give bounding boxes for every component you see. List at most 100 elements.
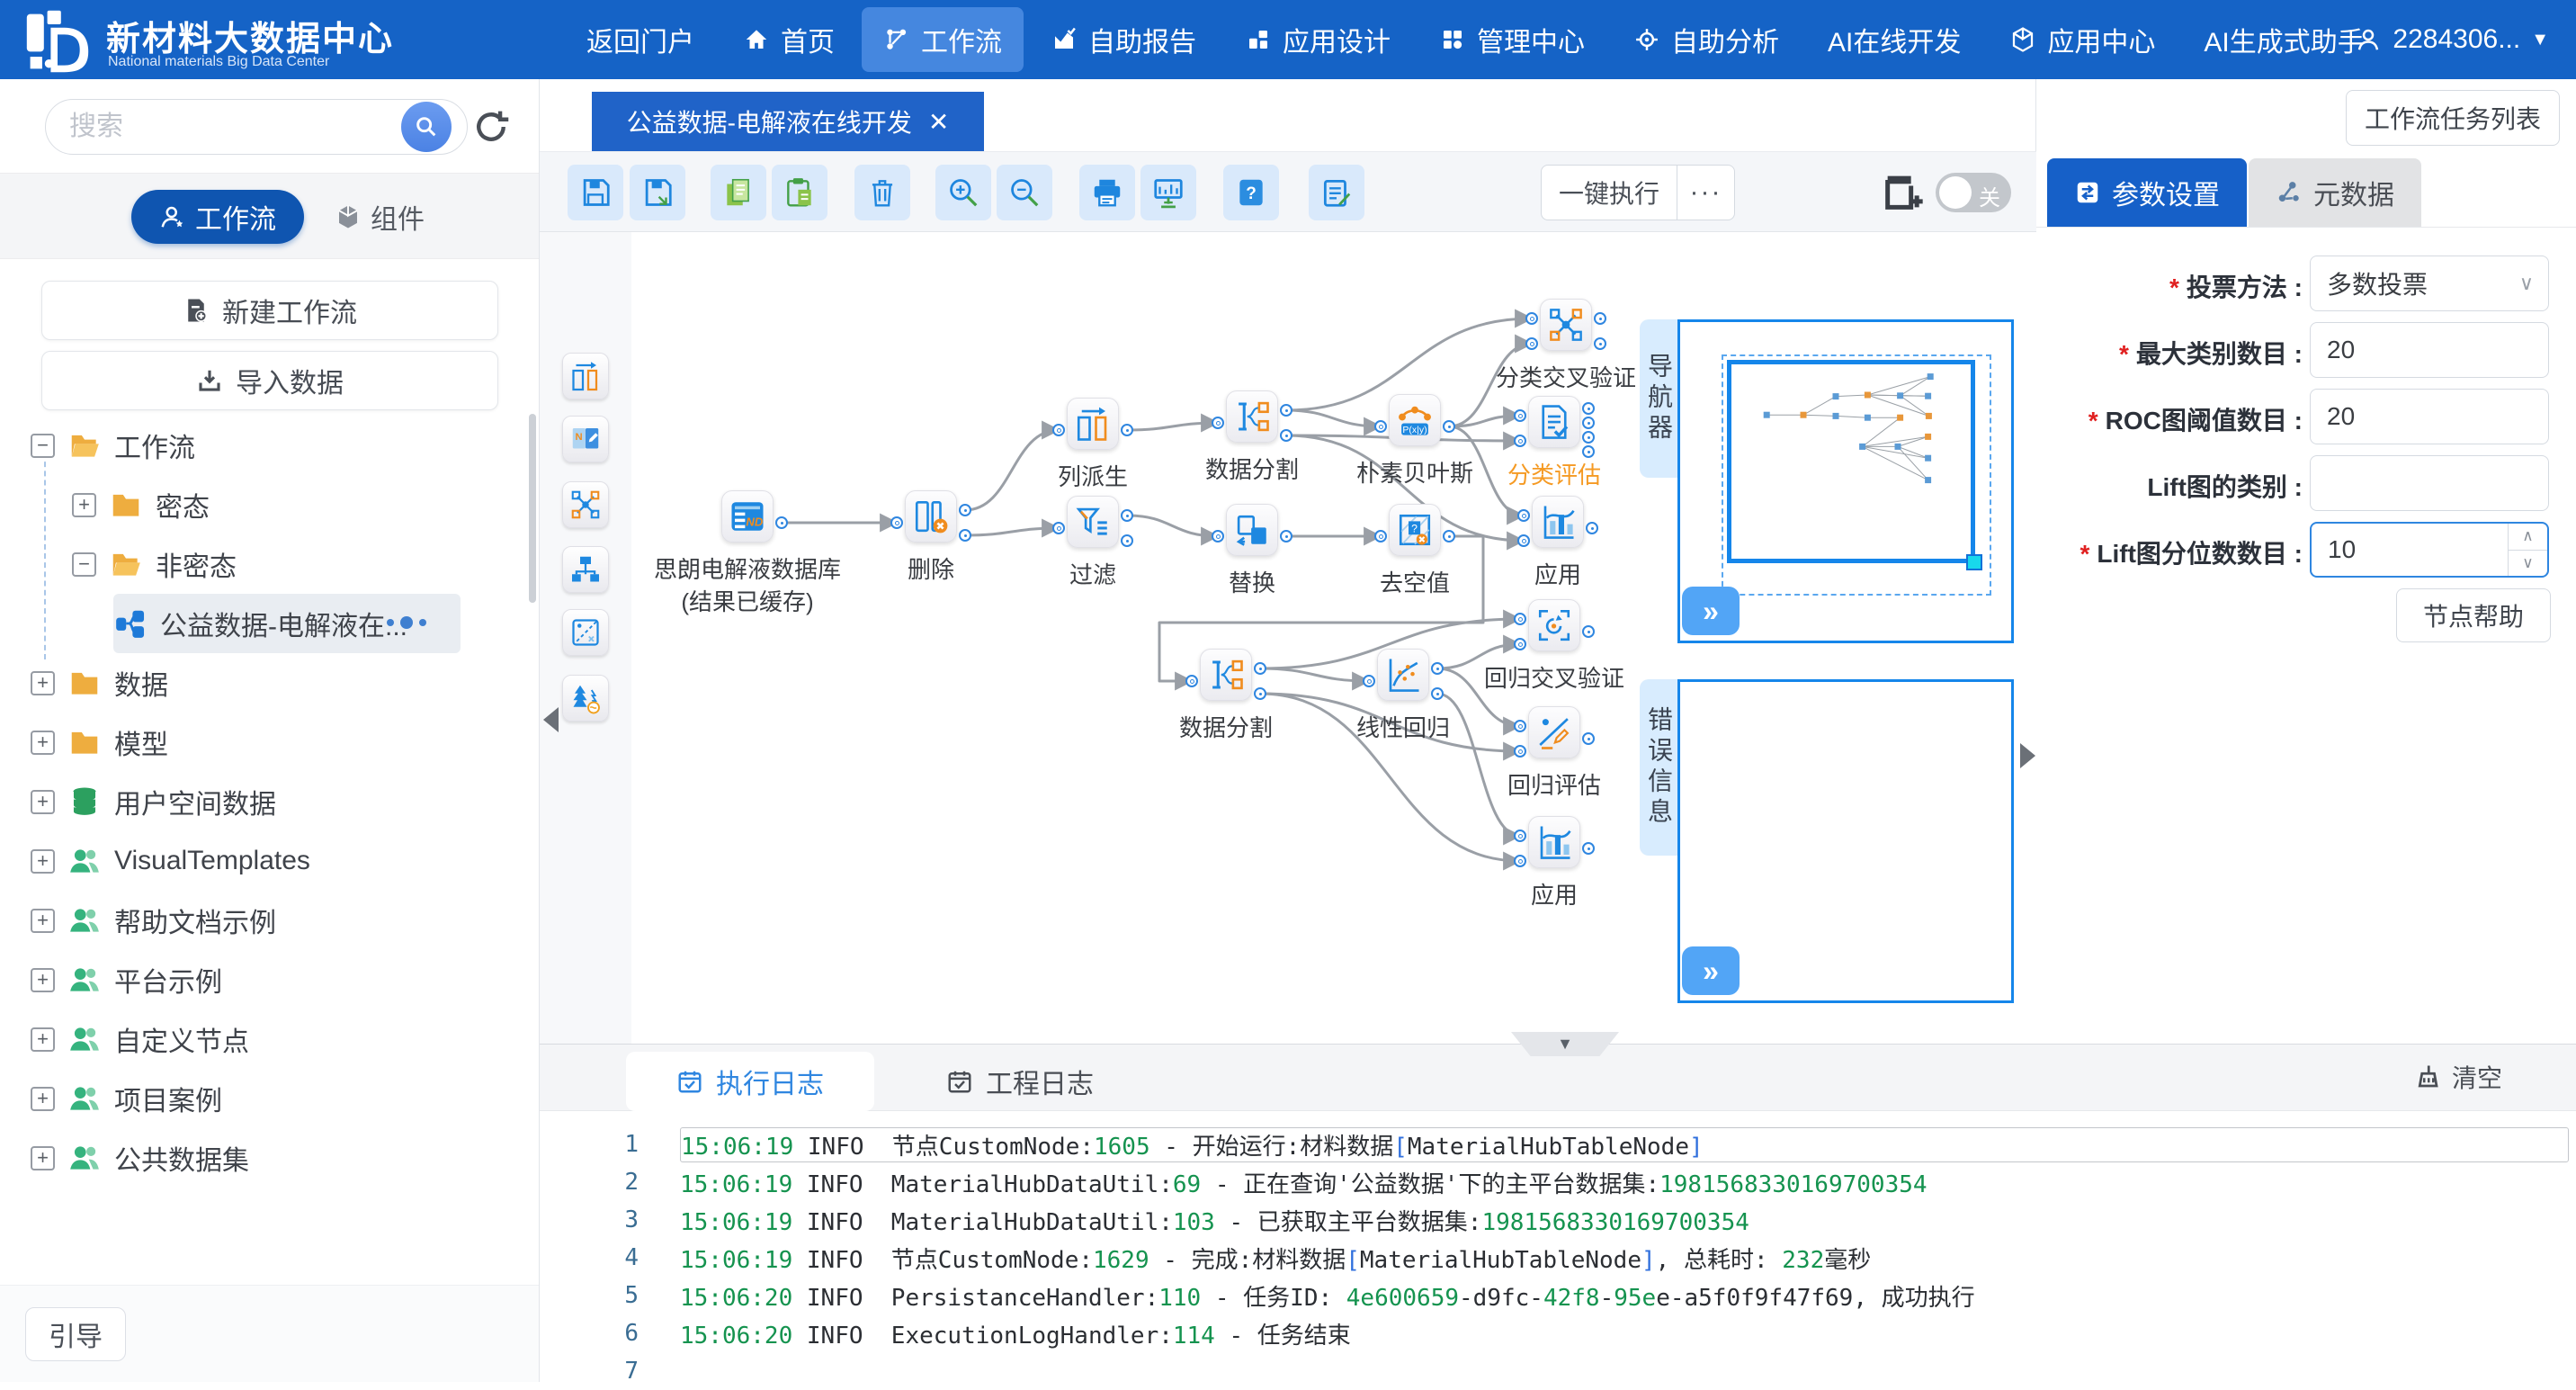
tab-parameter-settings[interactable]: 参数设置 [2047, 158, 2247, 227]
expand-icon[interactable]: + [31, 1027, 55, 1052]
select-1[interactable]: 多数投票∨ [2310, 256, 2549, 311]
save-button[interactable] [568, 165, 623, 220]
nav-item-8[interactable]: AI在线开发 [1806, 7, 1982, 72]
guide-button[interactable]: 引导 [25, 1307, 126, 1361]
tree-item-自定义节点[interactable]: +自定义节点 [31, 1009, 540, 1069]
output-port[interactable] [1582, 402, 1595, 415]
output-port[interactable] [1582, 417, 1595, 429]
node-split2[interactable] [1200, 649, 1252, 701]
print-button[interactable] [1079, 165, 1135, 220]
output-port[interactable] [1121, 509, 1133, 522]
input-4[interactable] [2310, 455, 2549, 511]
tree-item-公益数据-电解液在...[interactable]: 公益数据-电解液在... [113, 594, 461, 653]
sidebar-scrollbar[interactable] [529, 414, 536, 603]
navigator-collapse-button[interactable]: » [1682, 587, 1740, 635]
node-dropna[interactable]: ? [1389, 504, 1441, 556]
input-port[interactable] [1514, 409, 1526, 422]
tab-metadata[interactable]: 元数据 [2249, 158, 2421, 227]
nav-item-4[interactable]: 自助报告 [1029, 7, 1218, 72]
node-src[interactable]: ND [721, 490, 774, 543]
more-actions-icon[interactable] [383, 614, 430, 632]
tree-item-用户空间数据[interactable]: +用户空间数据 [31, 772, 540, 831]
run-all-button[interactable]: 一键执行 [1541, 165, 1677, 220]
output-port[interactable] [1582, 625, 1595, 638]
help-button[interactable]: ? [1223, 165, 1279, 220]
new-workflow-button[interactable]: 新建工作流 [41, 281, 498, 340]
tree-item-项目案例[interactable]: +项目案例 [31, 1069, 540, 1128]
node-reval[interactable] [1528, 706, 1580, 758]
zoomin-button[interactable] [935, 165, 991, 220]
node-help-button[interactable]: 节点帮助 [2396, 588, 2551, 642]
expand-icon[interactable]: + [31, 849, 55, 874]
output-port[interactable] [1586, 522, 1598, 534]
output-port[interactable] [1443, 530, 1455, 543]
input-port[interactable] [1514, 745, 1526, 758]
expand-icon[interactable]: + [31, 731, 55, 755]
expand-icon[interactable]: + [31, 671, 55, 695]
node-ceval[interactable] [1528, 396, 1580, 448]
input-port[interactable] [1212, 530, 1224, 543]
tab-project-log[interactable]: 工程日志 [903, 1052, 1137, 1111]
expand-icon[interactable]: + [31, 790, 55, 814]
expand-icon[interactable]: + [31, 909, 55, 933]
tree-item-工作流[interactable]: −工作流 [31, 416, 540, 475]
nav-item-6[interactable]: 管理中心 [1418, 7, 1606, 72]
stepper-up-icon[interactable]: ∧ [2509, 524, 2547, 551]
navigator-resize-handle[interactable] [1966, 554, 1982, 570]
clear-log-button[interactable]: 清空 [2414, 1059, 2502, 1095]
input-port[interactable] [1052, 522, 1065, 534]
input-port[interactable] [1514, 720, 1526, 732]
node-bayes[interactable]: P(x|y) [1389, 394, 1441, 446]
output-port[interactable] [1431, 662, 1444, 675]
output-port[interactable] [1582, 732, 1595, 745]
tab-execution-log[interactable]: 执行日志 [626, 1052, 874, 1111]
workflow-task-list-button[interactable]: 工作流任务列表 [2346, 90, 2560, 146]
monitor-button[interactable] [1140, 165, 1196, 220]
input-port[interactable] [1212, 417, 1224, 429]
tree-item-密态[interactable]: +密态 [72, 475, 540, 534]
close-icon[interactable]: ✕ [928, 107, 949, 137]
expand-icon[interactable]: + [31, 1146, 55, 1170]
collapse-icon[interactable]: − [31, 434, 55, 458]
log-button[interactable] [1309, 165, 1364, 220]
output-port[interactable] [1280, 530, 1292, 543]
log-collapse-handle[interactable]: ▼ [1511, 1032, 1619, 1056]
output-port[interactable] [1594, 312, 1606, 325]
node-linreg[interactable] [1377, 649, 1429, 701]
input-port[interactable] [1514, 638, 1526, 650]
panel-collapse-arrow[interactable] [2020, 743, 2035, 768]
input-port[interactable] [1525, 337, 1538, 350]
workflow-doc-tab[interactable]: 公益数据-电解液在线开发 ✕ [592, 92, 984, 151]
zoomout-button[interactable] [997, 165, 1052, 220]
refresh-button[interactable] [471, 107, 511, 147]
output-port[interactable] [1582, 842, 1595, 855]
node-replace[interactable] [1226, 504, 1278, 556]
input-port[interactable] [1525, 312, 1538, 325]
input-port[interactable] [1185, 675, 1198, 687]
node-del[interactable] [905, 490, 957, 543]
error-info-panel[interactable]: » [1677, 679, 2014, 1003]
input-port[interactable] [1374, 530, 1387, 543]
import-data-button[interactable]: 导入数据 [41, 351, 498, 410]
sidebar-collapse-arrow[interactable] [543, 707, 559, 732]
run-more-button[interactable]: ··· [1677, 165, 1735, 220]
stepper-down-icon[interactable]: ∨ [2509, 551, 2547, 577]
input-port[interactable] [1514, 435, 1526, 447]
input-port[interactable] [1374, 420, 1387, 433]
output-port[interactable] [1280, 404, 1292, 417]
input-port[interactable] [1052, 424, 1065, 436]
output-port[interactable] [1594, 337, 1606, 350]
nav-item-9[interactable]: 应用中心 [1988, 7, 2177, 72]
node-derive[interactable] [1067, 398, 1119, 450]
nav-item-3[interactable]: 工作流 [862, 7, 1024, 72]
output-port[interactable] [1582, 445, 1595, 458]
output-port[interactable] [1443, 420, 1455, 433]
nav-item-7[interactable]: 自助分析 [1612, 7, 1801, 72]
output-port[interactable] [1254, 687, 1266, 700]
output-port[interactable] [1582, 431, 1595, 444]
output-port[interactable] [1254, 662, 1266, 675]
error-info-tab[interactable]: 错误信息 [1640, 679, 1677, 856]
expand-icon[interactable]: + [31, 968, 55, 992]
